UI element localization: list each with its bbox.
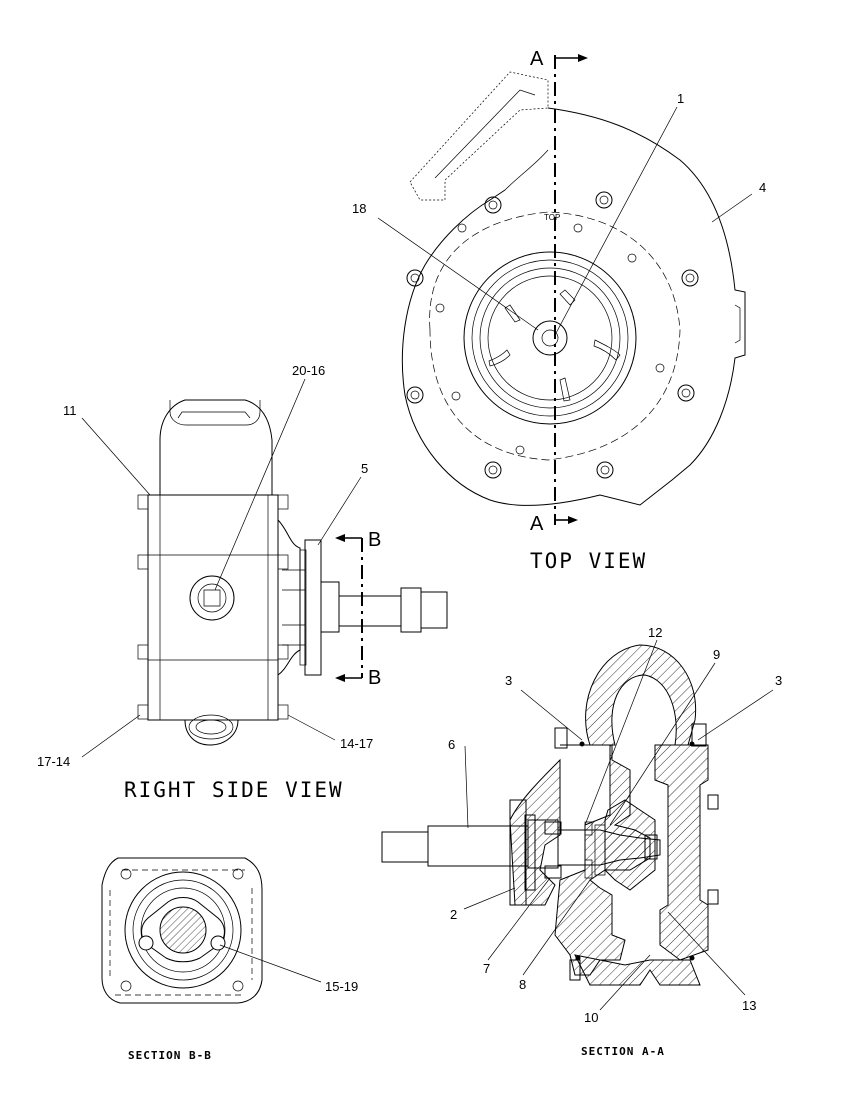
cut-label-a-bottom: A <box>530 513 544 535</box>
outlet-ghost <box>409 71 549 201</box>
section-aa-view: SECTION A-A <box>381 644 719 1058</box>
section-bb-view: SECTION B-B <box>101 857 263 1062</box>
pump-body-side <box>147 494 279 721</box>
callout-2: 2 <box>450 907 457 922</box>
callout-10: 10 <box>584 1010 598 1025</box>
callout-3-left: 3 <box>505 673 512 688</box>
top-view-title: TOP VIEW <box>530 549 647 573</box>
callouts: 1 18 4 20-16 11 5 17-14 14-17 15-19 12 9… <box>37 91 782 1025</box>
section-aa-title: SECTION A-A <box>581 1045 665 1058</box>
callout-9: 9 <box>713 647 720 662</box>
callout-7: 7 <box>483 961 490 976</box>
right-side-view-title: RIGHT SIDE VIEW <box>124 778 344 802</box>
callout-3-right: 3 <box>775 673 782 688</box>
top-view: A A TOP TOP VIEW <box>401 48 746 573</box>
bolt-holes <box>406 191 699 479</box>
callout-13: 13 <box>742 998 756 1013</box>
cut-label-b-top: B <box>368 529 381 551</box>
callout-1: 1 <box>677 91 684 106</box>
impeller <box>463 251 637 425</box>
cut-label-a-top: A <box>530 48 544 70</box>
callout-20-16: 20-16 <box>292 363 325 378</box>
callout-8: 8 <box>519 977 526 992</box>
pump-housing-outline <box>401 107 746 506</box>
callout-6: 6 <box>448 737 455 752</box>
callout-14-17: 14-17 <box>340 736 373 751</box>
callout-15-19: 15-19 <box>325 979 358 994</box>
callout-18: 18 <box>352 201 366 216</box>
callout-11: 11 <box>63 403 77 418</box>
callout-4: 4 <box>759 180 766 195</box>
cut-label-b-bottom: B <box>368 667 381 689</box>
callout-12: 12 <box>648 625 662 640</box>
right-side-view: B B RIGHT SIDE VIEW <box>124 399 448 802</box>
pump-flange-side <box>304 539 322 676</box>
callout-17-14: 17-14 <box>37 754 70 769</box>
leader-lines <box>81 106 774 1011</box>
callout-5: 5 <box>361 461 368 476</box>
top-mark: TOP <box>544 213 560 222</box>
section-bb-title: SECTION B-B <box>128 1049 212 1062</box>
